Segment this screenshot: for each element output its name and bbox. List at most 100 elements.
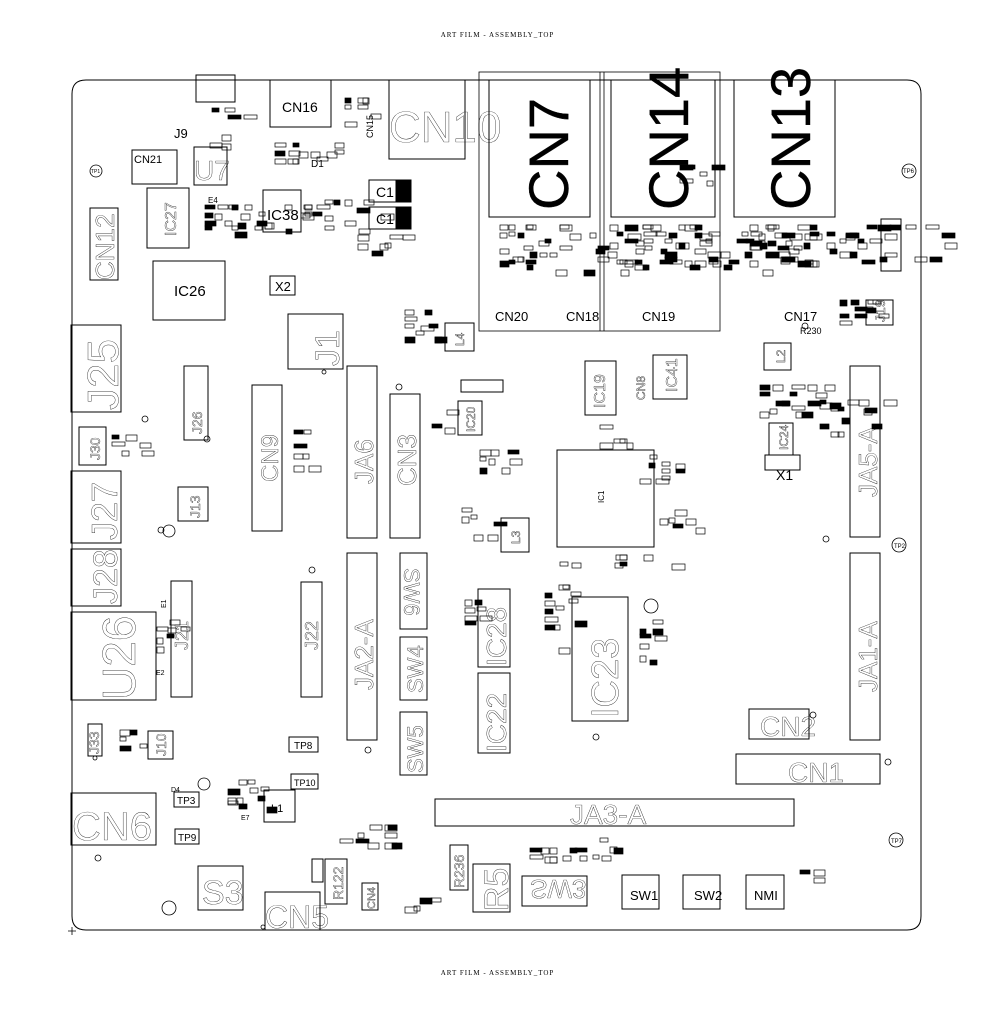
smd-pad xyxy=(652,619,664,625)
smd-pad xyxy=(599,837,609,843)
smd-pad xyxy=(824,384,836,392)
label-cn5: CN5 xyxy=(265,899,329,935)
smd-pad xyxy=(661,461,671,467)
smd-pad xyxy=(333,199,341,206)
smd-pad xyxy=(864,407,878,414)
label-ja2a: JA2-A xyxy=(349,619,379,690)
label-u7: U7 xyxy=(194,155,230,186)
smd-pad xyxy=(744,251,753,259)
smd-pad xyxy=(304,204,313,211)
smd-pad xyxy=(308,465,322,473)
smd-pad xyxy=(767,224,775,232)
label-ja1a: JA1-A xyxy=(853,621,883,692)
smd-pad xyxy=(706,180,714,187)
smd-pad xyxy=(538,240,550,247)
smd-pad xyxy=(619,259,628,265)
label-cn4: CN4 xyxy=(366,887,378,909)
smd-pad xyxy=(609,846,618,854)
smd-pad xyxy=(668,232,678,239)
smd-pad xyxy=(795,411,803,419)
smd-pad xyxy=(470,514,478,520)
smd-pad xyxy=(326,151,338,159)
smd-pad xyxy=(749,224,759,232)
smd-pad xyxy=(759,391,771,397)
smd-pad xyxy=(499,248,510,255)
smd-pad xyxy=(260,786,270,792)
smd-pad xyxy=(553,624,561,631)
smd-pad xyxy=(479,467,488,475)
label-tp6: TP6 xyxy=(903,169,915,175)
label-cn2: CN2 xyxy=(760,711,816,742)
smd-pad xyxy=(517,256,525,263)
smd-pad xyxy=(639,643,650,650)
label-j10: J10 xyxy=(153,733,169,756)
smd-pad xyxy=(300,212,311,219)
smd-pad xyxy=(258,211,266,217)
smd-pad xyxy=(804,259,814,265)
smd-pad xyxy=(464,620,477,626)
smd-pad xyxy=(849,251,858,259)
label-e7: E7 xyxy=(241,815,250,822)
label-ic24: IC24 xyxy=(777,424,791,450)
smd-pad xyxy=(660,248,668,255)
smd-pad xyxy=(166,633,175,639)
smd-pad xyxy=(639,655,647,663)
smd-pad xyxy=(139,442,152,449)
smd-pad xyxy=(569,847,578,854)
smd-pad xyxy=(446,409,460,416)
smd-pad xyxy=(929,256,943,263)
smd-pad xyxy=(344,220,357,227)
smd-pad xyxy=(685,518,697,526)
smd-pad xyxy=(597,256,610,263)
label-j13: J13 xyxy=(187,495,203,518)
smd-pad xyxy=(613,438,626,444)
smd-pad xyxy=(558,647,571,655)
smd-pad xyxy=(526,224,534,230)
smd-pad xyxy=(589,232,597,239)
smd-pad xyxy=(221,143,232,151)
header-title: ART FILM - ASSEMBLY_TOP xyxy=(440,31,555,39)
smd-pad xyxy=(661,475,671,481)
smd-pad xyxy=(544,616,559,623)
smd-pad xyxy=(217,204,229,210)
smd-pad xyxy=(809,231,820,237)
label-l4: L4 xyxy=(453,332,467,346)
smd-pad xyxy=(204,225,213,231)
smd-pad xyxy=(476,606,487,612)
smd-pad xyxy=(839,313,850,319)
smd-pad xyxy=(694,224,703,231)
label-ja5a: JA5-A xyxy=(853,426,883,497)
smd-pad xyxy=(569,233,582,241)
smd-pad xyxy=(238,803,248,810)
smd-pad xyxy=(274,158,287,165)
smd-pad xyxy=(642,264,650,271)
smd-pad xyxy=(595,248,606,255)
label-cn10: CN10 xyxy=(389,103,502,152)
smd-pad xyxy=(829,402,842,410)
label-j25: J25 xyxy=(79,339,128,410)
smd-pad xyxy=(559,224,570,230)
smd-pad xyxy=(635,248,645,255)
smd-pad xyxy=(379,243,389,251)
smd-pad xyxy=(559,245,573,251)
smd-pad xyxy=(404,316,418,322)
smd-pad xyxy=(570,591,582,597)
smd-pad xyxy=(529,251,538,259)
smd-pad xyxy=(167,627,177,634)
smd-pad xyxy=(324,215,334,222)
smd-pad xyxy=(493,521,508,527)
smd-pad xyxy=(499,224,509,231)
smd-pad xyxy=(678,242,686,250)
smd-pad xyxy=(507,449,520,455)
label-cn13: CN13 xyxy=(759,67,822,210)
smd-pad xyxy=(488,458,496,466)
smd-pad xyxy=(616,231,624,237)
smd-pad xyxy=(819,423,830,430)
label-cn1: CN1 xyxy=(788,757,844,788)
smd-pad xyxy=(391,842,403,850)
smd-pad xyxy=(139,743,148,749)
smd-pad xyxy=(815,392,828,399)
smd-pad xyxy=(819,399,827,405)
smd-pad xyxy=(555,605,565,611)
smd-pad xyxy=(708,259,719,265)
